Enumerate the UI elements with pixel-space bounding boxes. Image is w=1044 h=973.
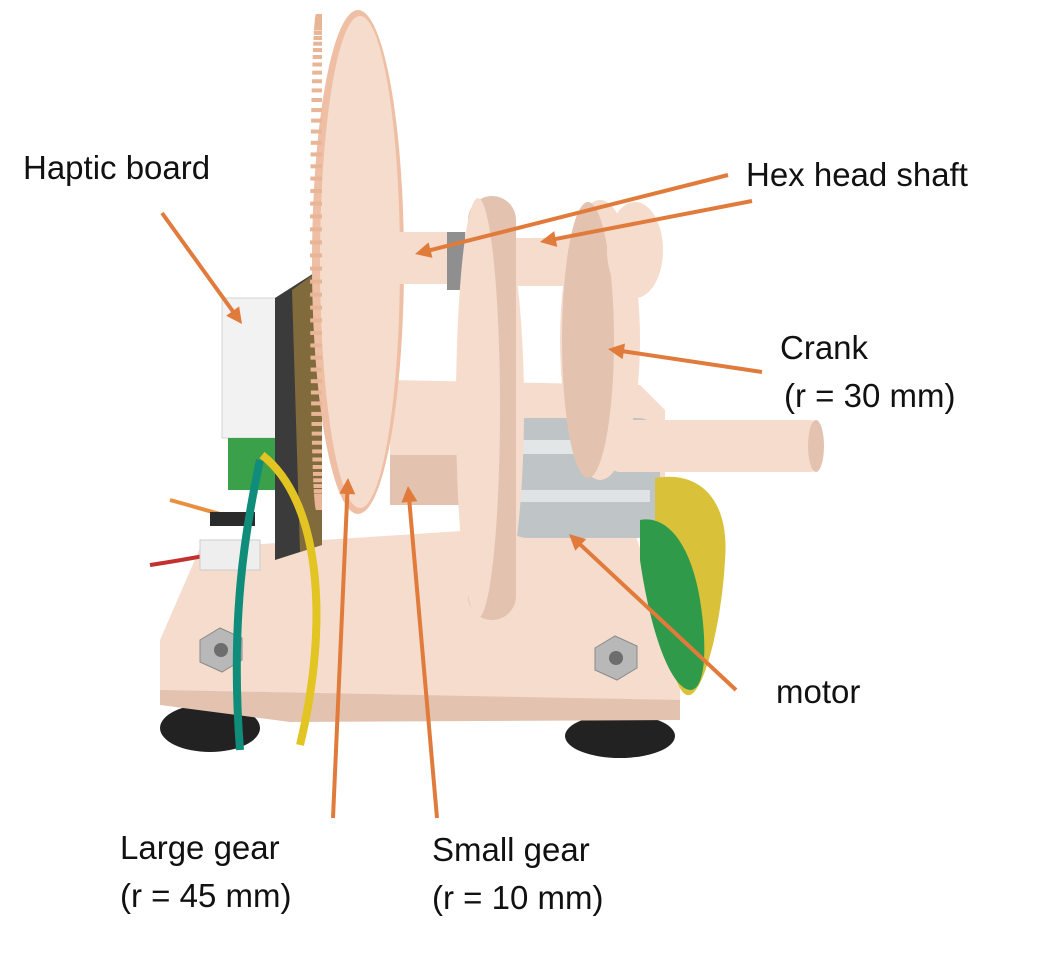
gear-tooth	[310, 188, 322, 193]
gear-tooth	[311, 421, 322, 426]
label-small-gear-radius: (r = 10 mm)	[432, 879, 604, 916]
label-small-gear: Small gear	[432, 831, 590, 868]
label-haptic-board: Haptic board	[23, 149, 211, 186]
teal-wire	[232, 459, 264, 751]
gear-tooth	[310, 266, 322, 271]
gear-tooth	[310, 355, 322, 360]
gear-tooth	[313, 30, 322, 35]
label-crank-radius: (r = 30 mm)	[784, 377, 956, 414]
crank-pin	[610, 420, 820, 472]
crank-hub	[607, 202, 663, 298]
gear-tooth	[310, 390, 322, 395]
gear-tooth	[312, 55, 322, 60]
gear-tooth	[316, 506, 322, 510]
arrow-crank	[619, 348, 763, 374]
gear-tooth	[310, 253, 322, 258]
right-wheel	[565, 714, 675, 758]
label-crank: Crank	[780, 329, 869, 366]
gear-tooth	[314, 19, 322, 24]
crank-pin-end	[808, 420, 824, 472]
gear-tooth	[312, 449, 322, 454]
gear-tooth	[312, 457, 322, 462]
arrow-large-gear-head	[339, 478, 356, 495]
label-large-gear-radius: (r = 45 mm)	[120, 877, 292, 914]
gear-tooth	[314, 493, 322, 498]
large-gear-body	[320, 16, 400, 508]
arrow-haptic-board-head	[226, 306, 242, 324]
gear-tooth	[310, 152, 322, 157]
small-gear-face	[456, 198, 500, 618]
right-nut-hole	[609, 651, 623, 665]
gear-tooth	[310, 227, 322, 232]
large-gear-tooth-marks	[310, 14, 322, 510]
gear-tooth	[311, 440, 322, 445]
gear-tooth	[310, 318, 322, 323]
arrow-crank-head	[608, 343, 626, 360]
gear-tooth	[311, 79, 322, 84]
gear-tooth	[311, 401, 322, 406]
gear-tooth	[311, 411, 322, 416]
gear-tooth	[311, 118, 322, 123]
gear-tooth	[310, 129, 322, 134]
crank-face	[562, 202, 614, 478]
arrow-hex-shaft-2-head	[540, 231, 558, 247]
gear-tooth	[310, 240, 322, 245]
base-plate-edge	[160, 690, 680, 722]
gear-tooth	[310, 343, 322, 348]
gear-tooth	[310, 305, 322, 310]
gear-tooth	[312, 471, 322, 476]
gear-tooth	[313, 41, 322, 46]
gear-tooth	[314, 26, 322, 31]
connector-white	[199, 539, 261, 571]
gear-tooth	[310, 279, 322, 284]
label-arrows	[160, 173, 763, 819]
gear-tooth	[310, 214, 322, 219]
gear-tooth	[313, 489, 322, 494]
motor-highlight-2	[515, 490, 650, 502]
arrow-motor	[576, 540, 738, 692]
arrow-hex-shaft-2	[551, 199, 753, 242]
gear-tooth	[310, 201, 322, 206]
gear-tooth	[311, 98, 322, 103]
left-nut-hole	[214, 643, 228, 657]
gear-tooth	[310, 331, 322, 336]
gear-tooth	[311, 431, 322, 436]
arrow-small-gear	[407, 497, 439, 819]
gear-tooth	[312, 70, 322, 75]
label-motor: motor	[776, 673, 861, 710]
gear-tooth	[310, 176, 322, 181]
arrow-hex-shaft-1	[426, 173, 729, 254]
yellow-wire	[259, 451, 321, 746]
label-hex-head-shaft: Hex head shaft	[746, 156, 968, 193]
gear-tooth	[313, 35, 322, 40]
arrow-haptic-board	[160, 211, 237, 316]
gear-tooth	[310, 379, 322, 384]
gear-tooth	[315, 17, 322, 22]
gear-tooth	[312, 62, 322, 67]
gear-tooth	[313, 478, 322, 483]
gear-tooth	[312, 48, 322, 53]
gear-tooth	[310, 140, 322, 145]
gear-tooth	[314, 500, 322, 505]
gear-tooth	[311, 108, 322, 113]
gear-tooth	[314, 497, 322, 502]
label-large-gear: Large gear	[120, 829, 280, 866]
header-pins	[210, 512, 255, 526]
gear-tooth	[310, 164, 322, 169]
arrow-small-gear-head	[401, 486, 418, 503]
arrow-large-gear	[331, 489, 350, 819]
gear-tooth	[313, 484, 322, 489]
gear-tooth	[312, 464, 322, 469]
gear-tooth	[310, 367, 322, 372]
gear-tooth	[314, 22, 322, 27]
gear-tooth	[310, 292, 322, 297]
arrow-hex-shaft-1-head	[415, 242, 433, 258]
arrow-motor-head	[569, 534, 587, 551]
gear-tooth	[311, 88, 322, 93]
